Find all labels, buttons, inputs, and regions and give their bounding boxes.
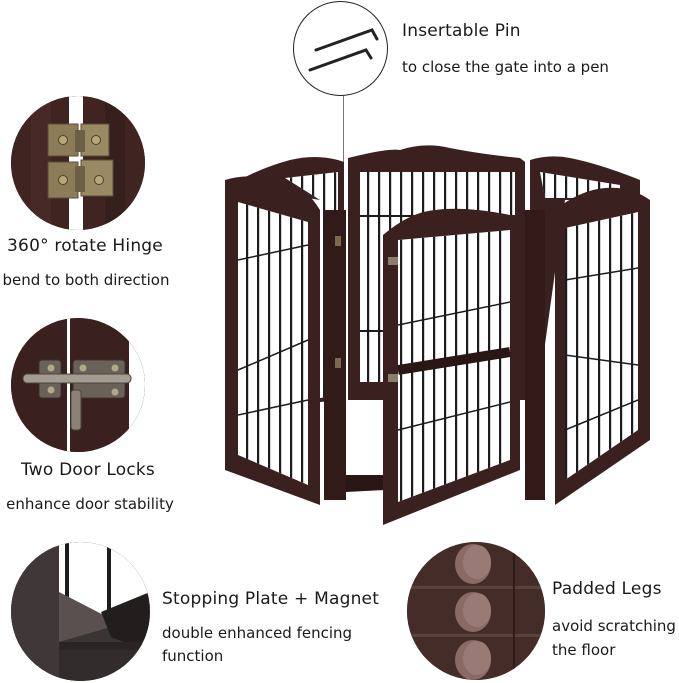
pin-subtitle: to close the gate into a pen [402,58,609,76]
plate-subtitle-line2: function [162,647,224,665]
pin-leader-line [343,96,344,186]
pin-icon [308,28,379,72]
hinge-callout-circle [11,96,145,230]
pin-callout-circle [293,1,388,96]
hinge-subtitle: bend to both direction [2,271,170,289]
hinge-icon [11,96,145,230]
locks-callout-circle [11,318,145,452]
pet-gate-image [225,145,650,525]
padded-legs-icon [407,542,545,680]
plate-subtitle-line1: double enhanced fencing [162,624,353,642]
plate-callout-circle [11,542,150,681]
door-lock-icon [11,318,145,452]
locks-subtitle: enhance door stability [6,495,174,513]
legs-subtitle-line2: the floor [552,641,616,659]
plate-title: Stopping Plate + Magnet [162,589,380,609]
locks-title: Two Door Locks [21,460,155,480]
legs-subtitle-line1: avoid scratching [552,617,676,635]
legs-callout-circle [407,542,545,680]
hinge-title: 360° rotate Hinge [7,236,163,256]
legs-title: Padded Legs [552,579,662,599]
stopping-plate-icon [11,542,150,681]
pin-title: Insertable Pin [402,21,521,41]
